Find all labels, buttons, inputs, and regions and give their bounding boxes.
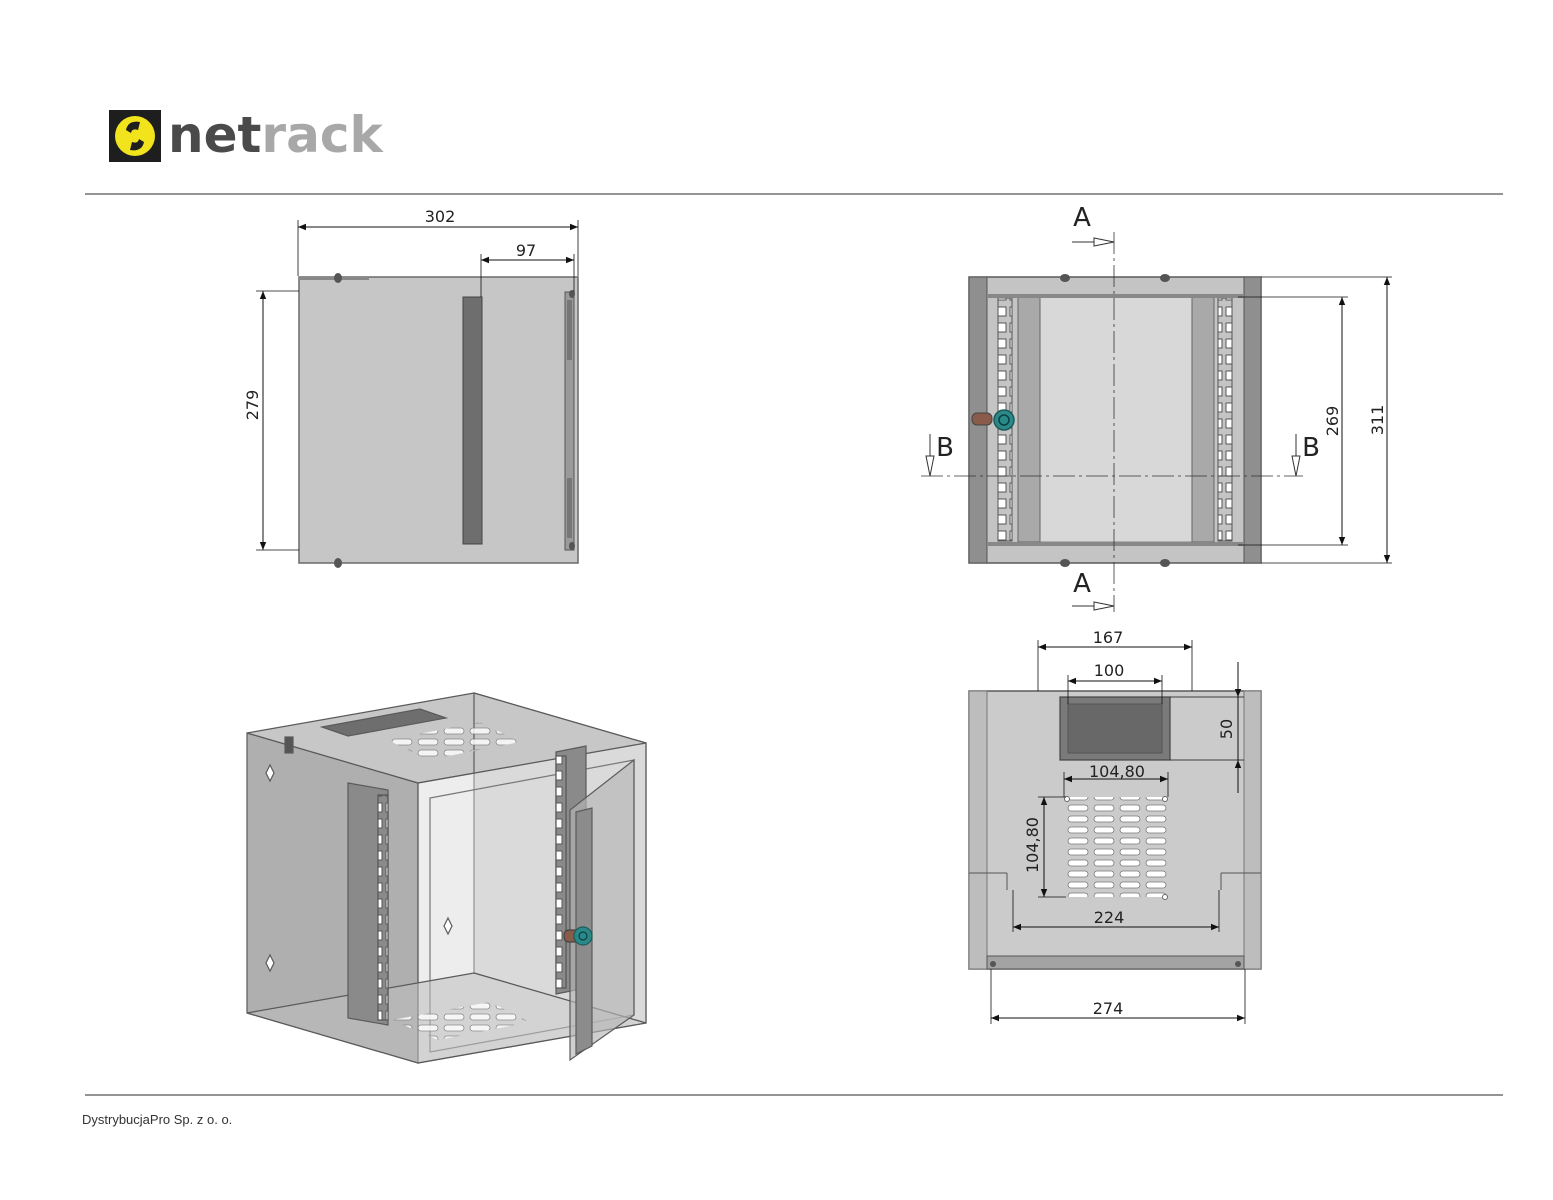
side-view: 302 97 279 [243, 207, 579, 568]
footer-company: DystrybucjaPro Sp. z o. o. [82, 1112, 233, 1127]
dim-vent-height: 104,80 [1023, 817, 1042, 873]
lock-icon [993, 409, 1015, 431]
dim-base-width: 274 [1093, 999, 1124, 1018]
front-glass [1039, 296, 1193, 543]
netrack-logo: netrack [109, 106, 384, 164]
svg-text:netrack: netrack [168, 106, 384, 164]
section-b-right-label: B [1302, 433, 1320, 463]
dim-handle-offset: 97 [516, 241, 536, 260]
vent-grid [1066, 797, 1170, 897]
logo-text-rack: rack [261, 106, 384, 164]
right-mounting-rail [1217, 297, 1233, 542]
isometric-view [246, 692, 647, 1064]
dim-cutout-inner: 100 [1094, 661, 1125, 680]
logo-text-net: net [168, 106, 261, 164]
section-a-top-label: A [1073, 203, 1091, 233]
side-handle [462, 296, 483, 545]
front-view: A A B B 269 311 [921, 203, 1392, 612]
dim-cutout-outer: 167 [1093, 628, 1124, 647]
dim-outer-height: 311 [1368, 405, 1387, 436]
dim-inner-height: 269 [1323, 406, 1342, 437]
dim-side-width: 302 [425, 207, 456, 226]
dim-cutout-height: 50 [1217, 719, 1236, 739]
side-panel [298, 276, 579, 564]
section-a-bottom-label: A [1073, 569, 1091, 599]
dim-mount-spacing: 224 [1094, 908, 1125, 927]
section-b-left-label: B [936, 433, 954, 463]
top-view: 167 100 50 104,80 104,80 224 274 [968, 628, 1262, 1024]
dim-side-height: 279 [243, 390, 262, 421]
iso-lock-icon [573, 926, 593, 946]
dim-vent-width: 104,80 [1089, 762, 1145, 781]
